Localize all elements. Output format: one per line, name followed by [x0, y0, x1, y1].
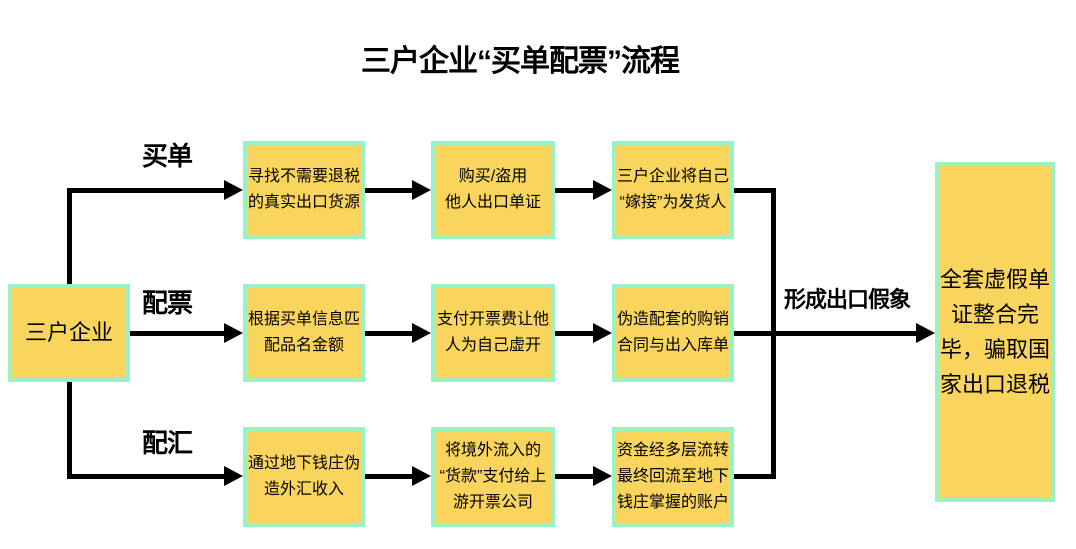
arrowhead-icon	[224, 180, 243, 200]
arrowhead-icon	[412, 466, 431, 486]
arrowhead-icon	[593, 466, 612, 486]
connector-merge-result	[771, 331, 917, 336]
source-box: 三户企业	[8, 284, 130, 382]
arrowhead-icon	[412, 180, 431, 200]
connector-row2-step1-2	[365, 331, 413, 336]
step-box-row2-col2: 支付开票费让他 人为自己虚开	[431, 284, 555, 382]
step-box-row3-col2: 将境外流入的 “货款”支付给上 游开票公司	[431, 427, 555, 527]
connector-row1-branch	[67, 188, 226, 193]
arrowhead-icon	[916, 323, 935, 343]
arrowhead-icon	[593, 323, 612, 343]
diagram-title: 三户企业“买单配票”流程	[361, 45, 680, 78]
arrowhead-icon	[224, 466, 243, 486]
arrowhead-icon	[412, 323, 431, 343]
connector-row1-step1-2	[365, 188, 413, 193]
connector-row1-merge	[734, 188, 776, 193]
connector-row3-merge	[734, 474, 776, 479]
connector-row3-step1-2	[365, 474, 413, 479]
step-box-row2-col3: 伪造配套的购销 合同与出入库单	[612, 284, 734, 382]
step-box-row1-col1: 寻找不需要退税 的真实出口货源	[243, 141, 365, 239]
step-box-row3-col3: 资金经多层流转 最终回流至地下 钱庄掌握的账户	[612, 427, 734, 527]
connector-row1-step2-3	[555, 188, 594, 193]
arrowhead-icon	[224, 323, 243, 343]
step-box-row2-col1: 根据买单信息匹 配品名金额	[243, 284, 365, 382]
step-box-row3-col1: 通过地下钱庄伪 造外汇收入	[243, 427, 365, 527]
connector-row3-branch	[67, 474, 226, 479]
result-box: 全套虚假单 证整合完 毕，骗取国 家出口退税	[935, 162, 1055, 502]
arrowhead-icon	[593, 180, 612, 200]
connector-row2-merge	[734, 331, 776, 336]
connector-row3-step2-3	[555, 474, 594, 479]
connector-row2-branch	[128, 331, 226, 336]
branch-label-maidan: 买单	[142, 141, 193, 171]
branch-label-peihui: 配汇	[142, 428, 193, 458]
merge-label: 形成出口假象	[784, 287, 911, 312]
step-box-row1-col2: 购买/盗用 他人出口单证	[431, 141, 555, 239]
step-box-row1-col3: 三户企业将自己 “嫁接”为发货人	[612, 141, 734, 239]
branch-label-peipiao: 配票	[142, 288, 193, 318]
connector-row2-step2-3	[555, 331, 594, 336]
